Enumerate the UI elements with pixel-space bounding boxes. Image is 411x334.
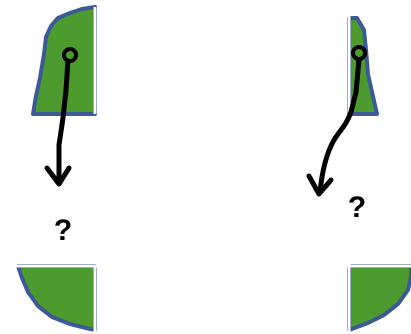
left-top-land [31, 5, 97, 116]
right-start-marker [351, 45, 367, 61]
right-arrowhead [306, 173, 334, 197]
left-trajectory-arrow [56, 57, 71, 185]
right-bottom-land [347, 264, 411, 332]
left-arrowhead [44, 165, 72, 187]
right-question-mark: ? [348, 191, 366, 224]
left-question-mark: ? [54, 214, 72, 247]
left-bottom-land [16, 264, 97, 332]
right-trajectory-arrow [317, 57, 362, 195]
left-start-marker [62, 47, 78, 63]
